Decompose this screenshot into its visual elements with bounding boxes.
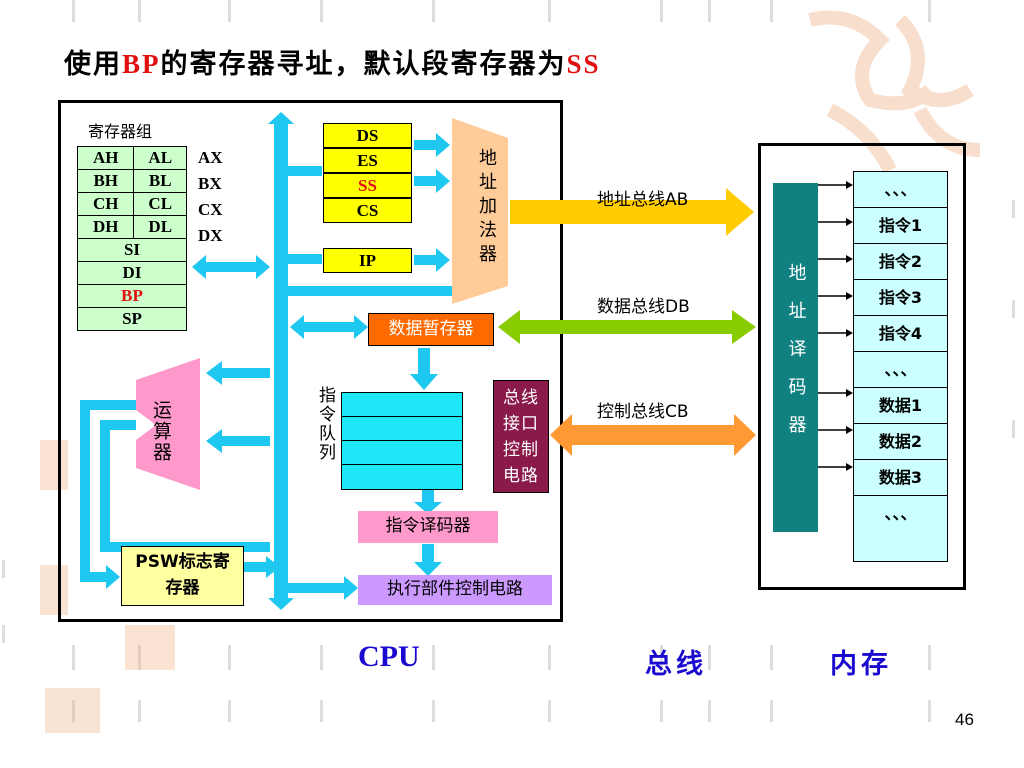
cpu-box bbox=[58, 100, 563, 622]
memory-cell: 指令3 bbox=[854, 280, 947, 316]
bus-interface-control: 总线接口控制电路 bbox=[493, 380, 549, 493]
register-cell: BL bbox=[133, 169, 187, 193]
segment-cs: CS bbox=[323, 198, 412, 223]
address-bus-label: 地址总线AB bbox=[597, 190, 689, 210]
register-cell: CH bbox=[76, 192, 135, 216]
register-group-label: 寄存器组 bbox=[88, 122, 153, 141]
cpu-label: CPU bbox=[358, 640, 420, 673]
bp-highlight: BP bbox=[122, 49, 161, 79]
alu-shape bbox=[136, 358, 200, 490]
address-adder-label: 地址加法器 bbox=[476, 148, 497, 268]
ip-register: IP bbox=[323, 248, 412, 273]
register-cell: SI bbox=[77, 238, 187, 262]
psw-register: PSW标志寄存器 bbox=[121, 546, 244, 606]
memory-box bbox=[758, 143, 966, 590]
register-cell: DH bbox=[76, 215, 135, 239]
page-number: 46 bbox=[955, 710, 974, 729]
address-bus-arrow bbox=[510, 200, 728, 224]
external-buses bbox=[498, 188, 756, 456]
segment-ds: DS bbox=[323, 123, 412, 148]
address-decoder: 地址译码器 bbox=[773, 183, 818, 532]
address-adder-shape bbox=[452, 118, 508, 304]
data-bus-label: 数据总线DB bbox=[597, 297, 690, 317]
exec-control-circuit: 执行部件控制电路 bbox=[358, 575, 552, 605]
segment-register-stack: DS ES SS CS bbox=[323, 123, 412, 223]
memory-cell: 数据1 bbox=[854, 388, 947, 424]
data-buffer-register: 数据暂存器 bbox=[368, 313, 494, 346]
ss-highlight: SS bbox=[566, 49, 601, 79]
queue-slot bbox=[342, 465, 462, 489]
page-title: 使用BP的寄存器寻址，默认段寄存器为SS bbox=[64, 49, 601, 80]
instruction-decoder: 指令译码器 bbox=[358, 511, 498, 543]
instruction-queue bbox=[341, 392, 463, 490]
memory-cell: 数据3 bbox=[854, 460, 947, 496]
memory-cell: 、、、 bbox=[854, 352, 947, 388]
control-bus-label: 控制总线CB bbox=[597, 402, 689, 422]
memory-cell: 数据2 bbox=[854, 424, 947, 460]
data-bus-arrow bbox=[518, 320, 734, 334]
register-cell: DL bbox=[133, 215, 187, 239]
register-cell: DI bbox=[77, 261, 187, 285]
register-cell: SP bbox=[77, 307, 187, 331]
alu-label: 运算器 bbox=[150, 400, 172, 463]
control-bus-arrow bbox=[570, 425, 736, 445]
register-cell: BH bbox=[76, 169, 135, 193]
seal-decoration bbox=[40, 10, 981, 733]
queue-slot bbox=[342, 441, 462, 465]
segment-es: ES bbox=[323, 148, 412, 173]
memory-cell: 、、、 bbox=[884, 504, 917, 523]
queue-slot bbox=[342, 393, 462, 417]
memory-cell: 、、、 bbox=[854, 172, 947, 208]
register-cell: AH bbox=[76, 146, 135, 170]
register-cell: AL bbox=[133, 146, 187, 170]
memory-cell: 指令4 bbox=[854, 316, 947, 352]
memory-cell: 指令2 bbox=[854, 244, 947, 280]
decoder-lines bbox=[818, 181, 853, 471]
memory-cell: 指令1 bbox=[854, 208, 947, 244]
segment-ss: SS bbox=[323, 173, 412, 198]
background-dashes bbox=[2, 0, 1015, 722]
memory-label: 内存 bbox=[830, 649, 892, 680]
instruction-queue-label: 指令队列 bbox=[315, 386, 335, 462]
register-pair-names: AX BX CX DX bbox=[198, 148, 223, 245]
bus-label: 总线 bbox=[645, 649, 707, 680]
register-cell-bp: BP bbox=[77, 284, 187, 308]
queue-slot bbox=[342, 417, 462, 441]
register-cell: CL bbox=[133, 192, 187, 216]
memory-cells: 、、、 指令1 指令2 指令3 指令4 、、、 数据1 数据2 数据3 、、、 bbox=[853, 171, 948, 562]
